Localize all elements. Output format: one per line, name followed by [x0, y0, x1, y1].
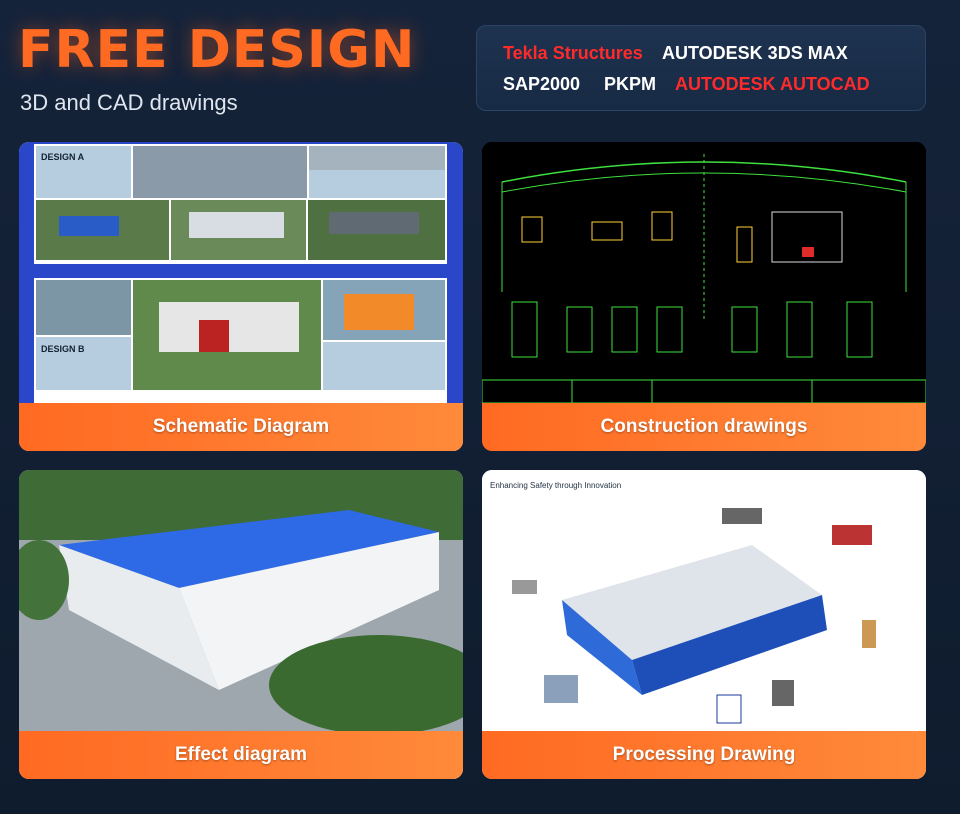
tool-autocad: AUTODESK AUTOCAD	[675, 74, 870, 94]
card-construction-drawings[interactable]: Construction drawings	[482, 142, 926, 451]
tool-sap2000: SAP2000	[503, 74, 581, 94]
card-effect-diagram[interactable]: Effect diagram	[19, 470, 463, 779]
processing-tagline: Enhancing Safety through Innovation	[490, 481, 621, 490]
software-panel: Tekla Structures AUTODESK 3DS MAX SAP200…	[476, 25, 926, 111]
processing-image: Enhancing Safety through Innovation	[482, 470, 926, 731]
tool-3dsmax: AUTODESK 3DS MAX	[662, 43, 848, 63]
card-processing-drawing[interactable]: Enhancing Safety through Innovation Proc…	[482, 470, 926, 779]
card-caption-processing: Processing Drawing	[482, 731, 926, 779]
effect-image	[19, 470, 463, 731]
page-subtitle: 3D and CAD drawings	[20, 90, 238, 115]
tool-tekla: Tekla Structures	[503, 43, 643, 63]
schematic-image: DESIGN A DESIGN B	[19, 142, 463, 403]
page-title: FREE DESIGN	[18, 20, 416, 80]
tool-pkpm: PKPM	[604, 74, 657, 94]
card-caption-effect: Effect diagram	[19, 731, 463, 779]
card-caption-schematic: Schematic Diagram	[19, 403, 463, 451]
card-caption-construction: Construction drawings	[482, 403, 926, 451]
design-b-label: DESIGN B	[41, 344, 85, 354]
card-schematic-diagram[interactable]: DESIGN A DESIGN B Schematic Diagram	[19, 142, 463, 451]
design-a-label: DESIGN A	[41, 152, 85, 162]
construction-image	[482, 142, 926, 403]
